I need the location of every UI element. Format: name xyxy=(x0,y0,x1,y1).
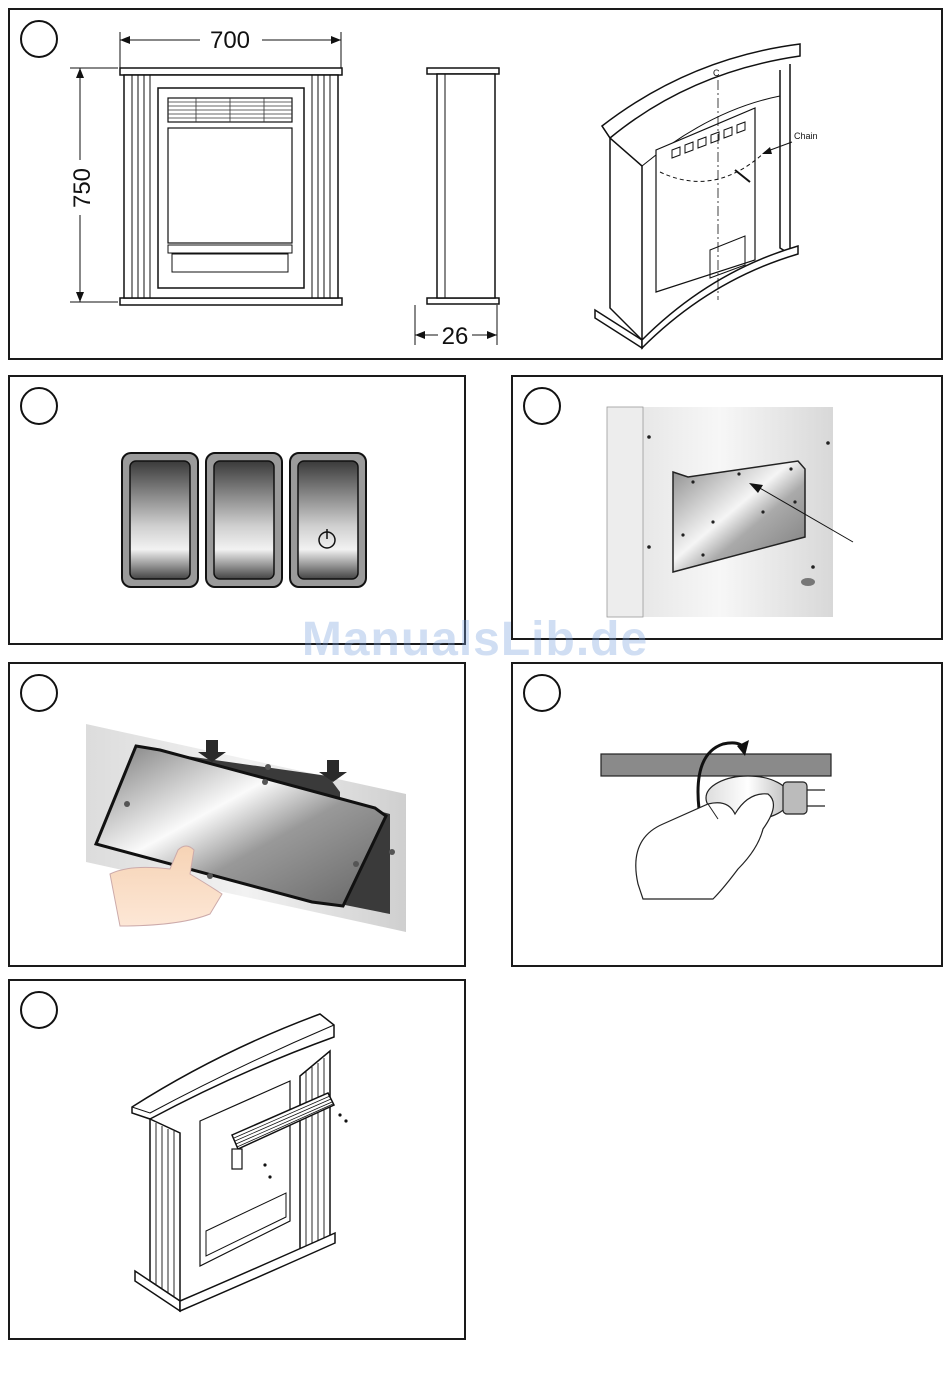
figure-number-circle xyxy=(20,387,58,425)
centerline-label: C xyxy=(713,68,720,78)
figure-number-circle xyxy=(20,20,58,58)
figure-number-circle xyxy=(523,387,561,425)
hanging-cover-drawing xyxy=(10,664,466,967)
front-assembly-drawing xyxy=(10,981,466,1340)
rear-cover-drawing xyxy=(513,377,943,640)
figure-4-mount-panel xyxy=(8,662,466,967)
bulb-replacement-drawing xyxy=(513,664,943,967)
figure-3-back-panel xyxy=(511,375,943,640)
switch-2 xyxy=(206,453,282,587)
fireplace-dimension-drawing: 700 750 xyxy=(10,10,943,360)
figure-1-dimensions-panel: 700 750 xyxy=(8,8,943,360)
figure-number-circle xyxy=(523,674,561,712)
figure-6-front-panel xyxy=(8,979,466,1340)
switch-1 xyxy=(122,453,198,587)
figure-number-circle xyxy=(20,991,58,1029)
switch-power xyxy=(290,453,366,587)
figure-number-circle xyxy=(20,674,58,712)
width-dimension-label: 700 xyxy=(210,27,250,54)
figure-2-switches-panel xyxy=(8,375,466,645)
chain-label: Chain xyxy=(794,131,818,141)
depth-dimension-label: 26 xyxy=(442,323,469,350)
height-dimension-label: 750 xyxy=(69,168,96,208)
rocker-switches-drawing xyxy=(10,377,466,645)
figure-5-bulb-panel xyxy=(511,662,943,967)
